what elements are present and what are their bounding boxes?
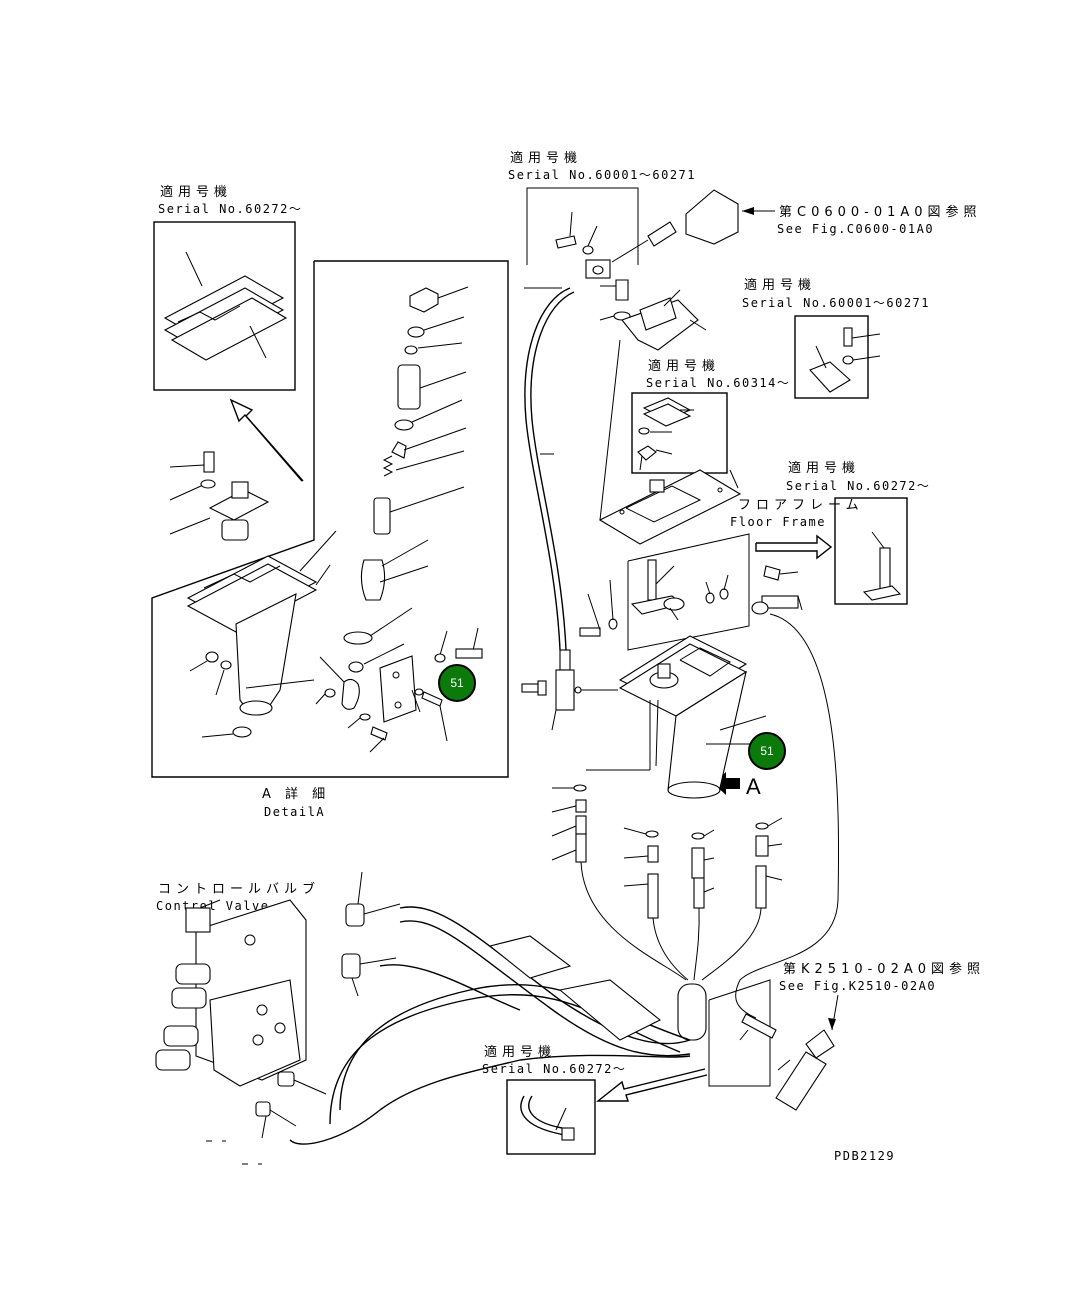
arrow-ref-c0600 [742,207,775,215]
label-serial-60001-60271-top: 適用号機 Serial No.60001〜60271 [508,150,696,182]
control-valve [155,899,307,1087]
label-serial-60314: 適用号機 Serial No.60314〜 [646,358,790,390]
callout-label: 51 [760,744,774,758]
svg-text:適用号機: 適用号機 [510,150,582,166]
svg-text:適用号機: 適用号機 [788,460,860,476]
callout-label: 51 [450,676,464,690]
bracket-right-parts [809,327,881,393]
box-serial-60001-60271-right [794,315,869,399]
valve-fittings [255,871,401,1139]
bracket-serial-top [526,187,639,265]
label-floor-frame: フロアフレーム Floor Frame [730,498,864,529]
mid-bolts [521,579,618,696]
detail-a-ppc-valve [169,451,270,541]
svg-text:Serial No.60272〜: Serial No.60272〜 [158,202,302,216]
callout-51-main[interactable]: 51 [748,732,786,770]
floor-frame-lever [862,531,902,601]
label-ref-k2510: 第K2510-02A0図参照 See Fig.K2510-02A0 [779,961,985,993]
detail-a-lever-housing [186,530,337,738]
hose-fittings [551,784,783,919]
svg-text:DetailA: DetailA [264,805,325,819]
svg-text:Serial No.60001〜60271: Serial No.60001〜60271 [742,296,930,310]
arrow-to-floor-frame [755,534,833,560]
cable-end-fittings-top [555,189,739,351]
box-serial-60314 [631,392,728,474]
svg-text:適用号機: 適用号機 [648,358,720,374]
callout-51-detail[interactable]: 51 [438,664,476,702]
bottom-inset-hose [520,1095,575,1141]
svg-text:A 詳 細: A 詳 細 [262,786,330,802]
box-serial-60272-bottom [506,1079,596,1155]
box-serial-60272-topleft [153,221,296,391]
svg-text:適用号機: 適用号機 [744,277,816,293]
floor-lever-parts [630,559,729,621]
svg-text:Control Valve: Control Valve [156,899,269,913]
hose-bundle [289,613,840,1145]
svg-text:適用号機: 適用号機 [160,184,232,200]
svg-text:Floor Frame: Floor Frame [730,515,826,529]
svg-text:適用号機: 適用号機 [484,1044,556,1060]
svg-text:See Fig.K2510-02A0: See Fig.K2510-02A0 [779,979,936,993]
box-serial-60272-right [834,497,908,605]
label-view-a: A [746,774,761,799]
svg-text:Serial No.60272〜: Serial No.60272〜 [786,479,930,493]
floor-lever-fittings [751,565,803,615]
detail-a-frame [151,260,509,778]
ppc-lever-housing [551,635,767,799]
svg-text:See Fig.C0600-01A0: See Fig.C0600-01A0 [777,222,934,236]
svg-text:フロアフレーム: フロアフレーム [738,498,864,513]
arrow-ref-k2510 [828,994,839,1031]
label-ref-c0600: 第C0600-01A0図参照 See Fig.C0600-01A0 [777,204,982,236]
svg-text:Serial No.60314〜: Serial No.60314〜 [646,376,790,390]
box-floor-lever [627,533,750,651]
detail-a-lever-assembly [315,286,483,753]
label-control-valve: コントロールバルブ Control Valve [156,881,320,913]
box-solenoid-group [708,979,771,1087]
svg-text:Serial No.60272〜: Serial No.60272〜 [482,1062,626,1076]
solenoid-valve [739,1013,835,1111]
svg-text:コントロールバルブ: コントロールバルブ [158,881,320,897]
label-serial-60001-60271-right: 適用号機 Serial No.60001〜60271 [742,277,930,310]
callout-circle [438,664,476,702]
floor-plate [598,339,742,545]
ppc-control-cable [524,287,575,651]
arrow-to-serial-box [229,398,304,482]
inset-plate-gasket [163,251,288,361]
bottom-left-ticks [206,1140,262,1165]
serial-60314-parts [637,397,694,471]
svg-text:第C0600-01A0図参照: 第C0600-01A0図参照 [779,204,982,220]
label-serial-60272-bottom: 適用号機 Serial No.60272〜 [482,1044,626,1076]
arrow-to-bottom-box [595,1068,708,1102]
svg-text:Serial No.60001〜60271: Serial No.60001〜60271 [508,168,696,182]
label-serial-60272-right: 適用号機 Serial No.60272〜 [786,460,930,493]
diagram-code: PDB2129 [834,1149,895,1163]
svg-text:第K2510-02A0図参照: 第K2510-02A0図参照 [783,961,985,977]
label-detail-a: A 詳 細 DetailA [262,786,330,819]
callout-circle [748,732,786,770]
label-serial-60272-topleft: 適用号機 Serial No.60272〜 [158,184,302,216]
